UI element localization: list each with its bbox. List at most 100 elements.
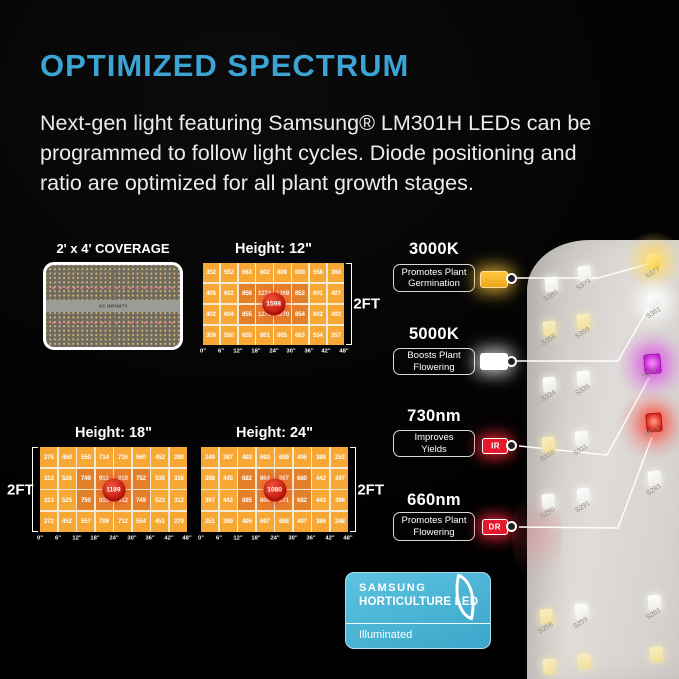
ppfd-cell: 716 bbox=[114, 447, 132, 468]
ppfd-cell: 852 bbox=[291, 283, 309, 304]
depth-label: 2FT bbox=[353, 295, 380, 313]
ppfd-cell: 749 bbox=[132, 490, 150, 511]
intro-line-3: ratio are optimized for all plant growth… bbox=[40, 171, 474, 195]
callout-3000k-title: 3000K bbox=[408, 240, 460, 258]
axis-tick: 6" bbox=[55, 535, 62, 542]
ppfd-cell: 752 bbox=[132, 468, 150, 489]
ppfd-cell: 495 bbox=[293, 447, 311, 468]
ac-infinity-label: AC INFINITY bbox=[98, 303, 128, 309]
axis-tick: 0" bbox=[200, 348, 206, 355]
ppfd-cell: 712 bbox=[114, 511, 132, 532]
axis-tick: 30" bbox=[286, 348, 296, 355]
ppfd-cell: 750 bbox=[77, 490, 95, 511]
ppfd-cell: 689 bbox=[275, 447, 293, 468]
ppfd-cell: 451 bbox=[151, 511, 169, 532]
ppfd-cell: 495 bbox=[238, 511, 256, 532]
axis-tick: 36" bbox=[304, 348, 314, 355]
ppfd-cell: 402 bbox=[203, 304, 220, 325]
ppfd-cell: 450 bbox=[58, 447, 76, 468]
ppfd-cell: 251 bbox=[201, 511, 219, 532]
ppfd-cell: 802 bbox=[256, 263, 273, 283]
axis-tick: 48" bbox=[339, 348, 349, 355]
axis-tick: 0" bbox=[198, 535, 204, 542]
ppfd-cell: 550 bbox=[220, 325, 238, 345]
samsung-brand: SAMSUNG bbox=[359, 582, 427, 594]
ppfd-cell: 682 bbox=[238, 468, 256, 489]
ppfd-cell: 805 bbox=[274, 325, 291, 345]
ppfd-cell: 801 bbox=[256, 325, 273, 345]
ppfd-cell: 601 bbox=[309, 283, 327, 304]
ppfd-cell: 352 bbox=[203, 263, 220, 283]
ppfd-cell: 749 bbox=[77, 468, 95, 489]
axis-tick: 12" bbox=[233, 348, 243, 355]
ppfd-cell: 403 bbox=[327, 304, 344, 325]
ppfd-cell: 280 bbox=[169, 447, 187, 468]
x-axis-ticks: 0"6"12"18"24"30"36"42"48" bbox=[37, 535, 192, 545]
samsung-horticulture-badge: SAMSUNG HORTICULTURE LED Illuminated bbox=[345, 572, 491, 649]
ppfd-cell: 316 bbox=[169, 468, 187, 489]
led-chip-5000k-icon bbox=[480, 353, 508, 370]
connector-dot-icon bbox=[506, 273, 517, 284]
callout-5000k-title: 5000K bbox=[408, 325, 460, 343]
ppfd-cell: 855 bbox=[238, 304, 255, 325]
ppfd-cell: 526 bbox=[58, 468, 76, 489]
ppfd-cell: 697 bbox=[256, 511, 274, 532]
ppfd-cell: 530 bbox=[151, 468, 169, 489]
grid-title: Height: 18" bbox=[75, 425, 152, 441]
led-chip-ir-icon: IR bbox=[482, 438, 508, 454]
ppfd-cell: 600 bbox=[291, 263, 309, 283]
depth-label: 2FT bbox=[357, 481, 384, 498]
ppfd-cell: 452 bbox=[58, 511, 76, 532]
connector-dot-icon bbox=[506, 521, 517, 532]
ppfd-cell: 357 bbox=[327, 325, 344, 345]
ppfd-cell: 452 bbox=[151, 447, 169, 468]
ppfd-cell: 655 bbox=[238, 325, 255, 345]
led-diode bbox=[649, 646, 664, 663]
ppfd-cell: 688 bbox=[275, 511, 293, 532]
ppfd-cell: 398 bbox=[201, 468, 219, 489]
ppfd-cell: 604 bbox=[220, 304, 238, 325]
intro-line-1: Next-gen light featuring Samsung® LM301H… bbox=[40, 111, 592, 135]
ppfd-cell: 523 bbox=[151, 490, 169, 511]
led-chip-3000k-icon bbox=[480, 271, 508, 288]
callout-5000k-desc: Boosts Plant Flowering bbox=[393, 348, 475, 375]
x-axis-ticks: 0"6"12"18"24"30"36"42"48" bbox=[200, 348, 349, 358]
ppfd-cell: 493 bbox=[238, 447, 256, 468]
axis-tick: 42" bbox=[164, 535, 174, 542]
axis-tick: 12" bbox=[233, 535, 243, 542]
ppfd-cell: 854 bbox=[291, 304, 309, 325]
ppfd-cell: 680 bbox=[293, 468, 311, 489]
ppfd-cell: 554 bbox=[132, 511, 150, 532]
axis-tick: 6" bbox=[217, 348, 224, 355]
coverage-label: 2' x 4' COVERAGE bbox=[56, 241, 170, 256]
led-diode bbox=[577, 653, 592, 670]
ppfd-cell: 405 bbox=[203, 283, 220, 304]
connector-dot-icon bbox=[506, 440, 517, 451]
callout-730nm-desc: Improves Yields bbox=[393, 430, 475, 457]
center-ppfd-value: 1598 bbox=[262, 292, 285, 316]
axis-tick: 24" bbox=[268, 348, 279, 355]
ppfd-cell: 550 bbox=[77, 447, 95, 468]
connector-dot-icon bbox=[506, 356, 517, 367]
depth-label: 2FT bbox=[7, 481, 34, 498]
ppfd-cell: 856 bbox=[238, 283, 255, 304]
axis-tick: 24" bbox=[108, 535, 119, 542]
axis-tick: 6" bbox=[216, 535, 223, 542]
callout-660nm-desc: Promotes Plant Flowering bbox=[393, 512, 475, 541]
ppfd-cell: 709 bbox=[95, 511, 113, 532]
callout-730nm-title: 730nm bbox=[407, 407, 461, 425]
grid-title: Height: 12" bbox=[235, 241, 312, 257]
depth-bracket bbox=[346, 263, 352, 345]
ppfd-cell: 313 bbox=[40, 490, 58, 511]
ppfd-cell: 445 bbox=[219, 468, 237, 489]
axis-tick: 24" bbox=[269, 535, 280, 542]
axis-tick: 42" bbox=[321, 348, 331, 355]
ppfd-cell: 558 bbox=[309, 263, 327, 283]
ppfd-cell: 359 bbox=[203, 325, 220, 345]
ppfd-cell: 248 bbox=[330, 511, 348, 532]
ppfd-cell: 396 bbox=[330, 490, 348, 511]
led-diode bbox=[542, 658, 557, 675]
